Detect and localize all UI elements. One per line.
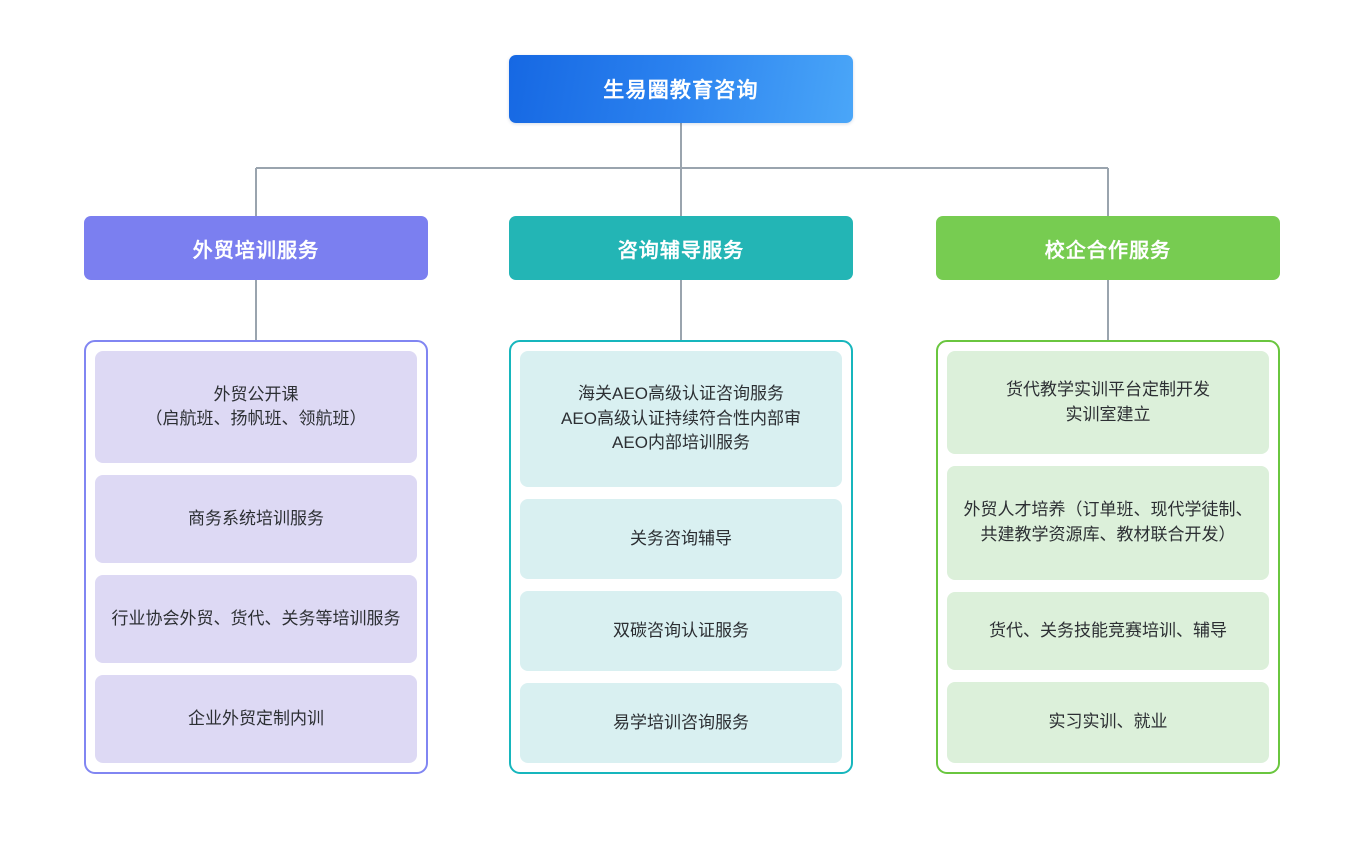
service-item-card[interactable]: 行业协会外贸、货代、关务等培训服务 [95, 575, 417, 664]
service-item-card[interactable]: 外贸人才培养（订单班、现代学徒制、共建教学资源库、教材联合开发） [947, 466, 1269, 580]
service-item-label: 外贸公开课 （启航班、扬帆班、领航班） [145, 384, 367, 429]
service-item-card[interactable]: 关务咨询辅导 [520, 498, 842, 579]
service-item-label: 实习实训、就业 [1048, 712, 1168, 732]
service-item-card[interactable]: 货代、关务技能竞赛培训、辅导 [947, 591, 1269, 671]
root-node-label: 生易圈教育咨询 [603, 79, 759, 102]
service-item-card[interactable]: 企业外贸定制内训 [95, 675, 417, 764]
branch-header-1[interactable]: 外贸培训服务 [84, 216, 428, 280]
branch-header-2[interactable]: 咨询辅导服务 [509, 216, 853, 280]
service-item-label: 双碳咨询认证服务 [613, 620, 749, 640]
service-item-label: 外贸人才培养（订单班、现代学徒制、共建教学资源库、教材联合开发） [963, 500, 1253, 544]
branch-items-container-1: 外贸公开课 （启航班、扬帆班、领航班） 商务系统培训服务 行业协会外贸、货代、关… [84, 340, 428, 774]
branch-header-3[interactable]: 校企合作服务 [936, 216, 1280, 280]
branch-items-container-3: 货代教学实训平台定制开发 实训室建立 外贸人才培养（订单班、现代学徒制、共建教学… [936, 340, 1280, 774]
service-item-card[interactable]: 外贸公开课 （启航班、扬帆班、领航班） [95, 351, 417, 464]
branch-header-label-2: 咨询辅导服务 [617, 239, 745, 262]
service-item-label: 货代教学实训平台定制开发 实训室建立 [1006, 379, 1210, 424]
service-item-label: 海关AEO高级认证咨询服务 AEO高级认证持续符合性内部审 AEO内部培训服务 [561, 383, 801, 453]
branch-column-1: 外贸培训服务 外贸公开课 （启航班、扬帆班、领航班） 商务系统培训服务 行业协会… [84, 216, 428, 774]
service-item-label: 货代、关务技能竞赛培训、辅导 [989, 620, 1227, 640]
service-item-card[interactable]: 货代教学实训平台定制开发 实训室建立 [947, 351, 1269, 455]
service-item-label: 易学培训咨询服务 [613, 712, 749, 732]
branch-header-label-1: 外贸培训服务 [192, 239, 320, 262]
service-item-card[interactable]: 实习实训、就业 [947, 682, 1269, 763]
service-item-label: 关务咨询辅导 [630, 528, 732, 548]
root-node[interactable]: 生易圈教育咨询 [509, 55, 853, 123]
service-item-card[interactable]: 易学培训咨询服务 [520, 682, 842, 763]
branch-header-label-3: 校企合作服务 [1044, 239, 1172, 262]
branch-column-3: 校企合作服务 货代教学实训平台定制开发 实训室建立 外贸人才培养（订单班、现代学… [936, 216, 1280, 774]
service-item-card[interactable]: 海关AEO高级认证咨询服务 AEO高级认证持续符合性内部审 AEO内部培训服务 [520, 351, 842, 487]
branch-items-container-2: 海关AEO高级认证咨询服务 AEO高级认证持续符合性内部审 AEO内部培训服务 … [509, 340, 853, 774]
service-item-label: 行业协会外贸、货代、关务等培训服务 [111, 608, 401, 628]
service-item-label: 商务系统培训服务 [188, 509, 324, 529]
service-item-label: 企业外贸定制内训 [188, 708, 324, 728]
service-item-card[interactable]: 商务系统培训服务 [95, 475, 417, 564]
service-item-card[interactable]: 双碳咨询认证服务 [520, 590, 842, 671]
branch-column-2: 咨询辅导服务 海关AEO高级认证咨询服务 AEO高级认证持续符合性内部审 AEO… [509, 216, 853, 774]
